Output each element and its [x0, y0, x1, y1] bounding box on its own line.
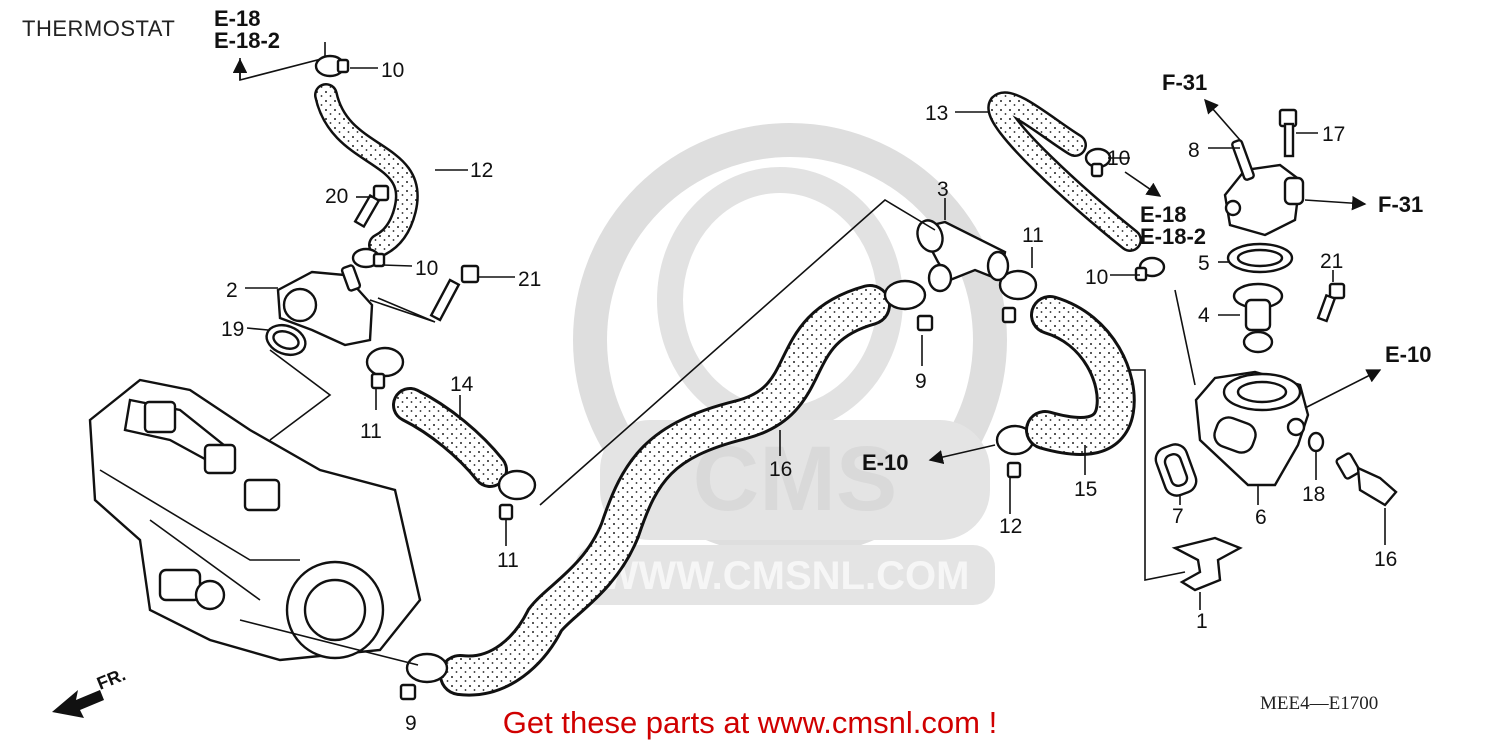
part-11-clamp-d[interactable]: [995, 424, 1035, 479]
callout-3: 3: [937, 178, 949, 201]
callout-4: 4: [1198, 304, 1210, 327]
callout-12: 13: [925, 102, 948, 125]
callout-7: 7: [1172, 505, 1184, 528]
part-14-texture: [1028, 298, 1133, 453]
callout-21: 21: [1320, 250, 1343, 273]
callout-6: 6: [1255, 506, 1267, 529]
part-12-hose-left-texture: [316, 85, 417, 255]
leader-lines: [239, 67, 1386, 666]
callout-20: 20: [325, 185, 348, 208]
front-label: FR.: [94, 664, 128, 693]
part-11-clamp-c[interactable]: [998, 269, 1038, 324]
callout-1: 1: [1196, 610, 1208, 633]
part-13-texture: [395, 390, 505, 485]
part-11-clamp-b[interactable]: [497, 469, 537, 521]
part-21-bolt-left[interactable]: [429, 264, 480, 322]
callout-2: 2: [226, 279, 238, 302]
callout-11: 11: [1022, 224, 1044, 247]
part-4-thermostat[interactable]: [1232, 282, 1284, 354]
part-6-thermostat-housing[interactable]: [1194, 370, 1310, 487]
part-20-bolt[interactable]: [353, 184, 390, 229]
part-10-clamp-c[interactable]: [1084, 147, 1112, 178]
callout-10: 10: [1085, 266, 1108, 289]
ref-e18-2-label[interactable]: E-18-2: [214, 28, 280, 53]
callout-9: 9: [915, 370, 927, 393]
part-10-clamp-d[interactable]: [1134, 256, 1166, 282]
part-3-t-joint[interactable]: [913, 217, 1010, 293]
callout-10: 10: [381, 59, 404, 82]
promo-banner[interactable]: Get these parts at www.cmsnl.com !: [0, 700, 1500, 746]
callout-8: 8: [1188, 139, 1200, 162]
callout-15: 16: [769, 458, 792, 481]
callout-10: 10: [415, 257, 438, 280]
ref-e18-2-right[interactable]: E-18-2: [1140, 224, 1206, 249]
callout-11: 12: [999, 515, 1022, 538]
part-5-o-ring[interactable]: [1226, 242, 1294, 274]
callout-11: 11: [497, 549, 519, 572]
engine-block: [88, 378, 422, 662]
callout-16: 16: [1374, 548, 1397, 571]
part-7-gasket[interactable]: [1152, 441, 1199, 499]
callout-10: 10: [1107, 147, 1130, 170]
part-19-gasket-left[interactable]: [262, 320, 309, 360]
diagram-title: THERMOSTAT: [22, 16, 175, 41]
callouts: 10 12 20 10 21 2 19 14 11 11 16 9 3 11 1…: [221, 59, 1397, 735]
promo-text[interactable]: Get these parts at www.cmsnl.com !: [502, 705, 998, 740]
ref-e10-center[interactable]: E-10: [862, 450, 908, 475]
callout-14: 15: [1074, 478, 1097, 501]
part-18-washer[interactable]: [1307, 431, 1325, 453]
ref-e18-right[interactable]: E-18: [1140, 202, 1186, 227]
part-21-bolt-right[interactable]: [1316, 282, 1346, 323]
callout-9: 9: [405, 712, 417, 735]
ref-f31-top[interactable]: F-31: [1162, 70, 1207, 95]
callout-21: 21: [518, 268, 541, 291]
callout-17: 17: [1322, 123, 1345, 146]
watermark-url: WWW.CMSNL.COM: [601, 554, 970, 598]
callout-5: 5: [1198, 252, 1210, 275]
part-10-clamp-a[interactable]: [314, 54, 350, 78]
part-9-clamp-b[interactable]: [399, 652, 449, 701]
part-15-texture: [442, 287, 888, 694]
callout-13: 14: [450, 373, 474, 396]
ref-f31-right[interactable]: F-31: [1378, 192, 1423, 217]
ref-e10-right[interactable]: E-10: [1385, 342, 1431, 367]
part-12-right-texture: [989, 93, 1140, 250]
part-16-sensor[interactable]: [1335, 452, 1398, 507]
callout-18: 18: [1302, 483, 1325, 506]
ref-e18-label[interactable]: E-18: [214, 6, 260, 31]
callout-11: 11: [360, 420, 382, 443]
diagram-code: MEE4—E1700: [1260, 693, 1378, 714]
part-thermostat-cover-right[interactable]: [1223, 163, 1305, 237]
part-1-clip[interactable]: [1171, 536, 1243, 592]
part-8-pipe[interactable]: [1231, 139, 1255, 181]
ref-e18-topleft[interactable]: E-18 E-18-2: [214, 6, 326, 82]
part-2-thermostat-cover-left[interactable]: [276, 264, 374, 347]
part-10-clamp-b[interactable]: [351, 247, 386, 269]
callout-12: 12: [470, 159, 493, 182]
part-17-bolt[interactable]: [1278, 108, 1298, 158]
part-11-clamp-a[interactable]: [365, 346, 405, 390]
callout-19: 19: [221, 318, 244, 341]
part-9-clamp-a[interactable]: [883, 279, 934, 332]
